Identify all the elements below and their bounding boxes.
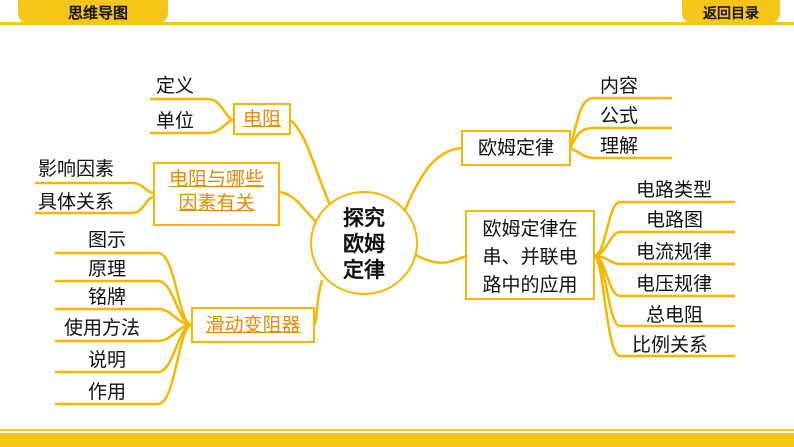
center-line-2: 欧姆 xyxy=(343,232,385,256)
rheostat-child-nameplate: 铭牌 xyxy=(88,286,127,308)
factors-node[interactable]: 电阻与哪些 因素有关 xyxy=(153,162,280,226)
connector-center-ohm xyxy=(403,146,463,211)
resistance-child-unit: 单位 xyxy=(156,110,195,132)
ohm-law-node[interactable]: 欧姆定律 xyxy=(461,130,571,166)
rheostat-child-usage: 使用方法 xyxy=(64,317,141,339)
top-bar: 思维导图 返回目录 xyxy=(0,0,794,26)
connector-ohm-formula xyxy=(568,126,672,149)
connector-ohm-understanding xyxy=(569,146,672,160)
connector-factors-influence xyxy=(35,181,155,195)
top-divider xyxy=(0,22,794,25)
resistance-node[interactable]: 电阻 xyxy=(233,103,291,135)
rheostat-child-diagram: 图示 xyxy=(88,229,127,251)
connector-app-ratio xyxy=(592,254,735,358)
app-child-circuit-type: 电路类型 xyxy=(636,179,713,201)
application-node[interactable]: 欧姆定律在 串、并联电 路中的应用 xyxy=(465,210,595,300)
rheostat-node[interactable]: 滑动变阻器 xyxy=(191,307,315,343)
back-button-label: 返回目录 xyxy=(703,6,759,22)
connector-ohm-content xyxy=(568,96,672,149)
center-line-3: 定律 xyxy=(343,258,385,282)
connector-center-application xyxy=(415,253,467,264)
factors-label-line1: 电阻与哪些 xyxy=(168,168,264,190)
center-node: 探究 欧姆 定律 xyxy=(310,191,418,295)
rheostat-child-function: 作用 xyxy=(88,381,127,403)
resistance-child-definition: 定义 xyxy=(156,75,195,97)
connector-factors-relation xyxy=(35,195,155,215)
factors-child-relation: 具体关系 xyxy=(38,191,115,213)
app-child-circuit-diagram: 电路图 xyxy=(646,209,704,231)
app-child-current-rule: 电流规律 xyxy=(636,241,713,263)
page-title: 思维导图 xyxy=(68,4,129,22)
ohm-child-formula: 公式 xyxy=(600,105,639,127)
rheostat-child-note: 说明 xyxy=(88,349,127,371)
connector-center-factors xyxy=(279,190,317,223)
factors-child-influence: 影响因素 xyxy=(38,158,115,180)
factors-label-line2: 因素有关 xyxy=(178,191,255,214)
application-label-line1: 欧姆定律在 xyxy=(482,218,578,240)
app-child-ratio: 比例关系 xyxy=(632,334,709,356)
title-tab: 思维导图 xyxy=(18,0,168,23)
bottom-divider xyxy=(0,429,794,431)
rheostat-child-principle: 原理 xyxy=(88,258,127,280)
app-child-total-resistance: 总电阻 xyxy=(646,304,704,326)
connector-center-resistance xyxy=(289,118,332,206)
ohm-child-content: 内容 xyxy=(600,75,639,97)
application-label-line2: 串、并联电 xyxy=(482,246,578,268)
connector-rheostat-function xyxy=(55,323,193,406)
center-line-1: 探究 xyxy=(343,206,385,230)
back-to-toc-button[interactable]: 返回目录 xyxy=(682,0,780,23)
bottom-bar xyxy=(0,433,794,447)
connector-resistance-unit xyxy=(150,118,235,135)
ohm-child-understanding: 理解 xyxy=(600,135,639,157)
application-label-line3: 路中的应用 xyxy=(482,274,578,296)
connector-center-rheostat xyxy=(312,279,324,326)
app-child-voltage-rule: 电压规律 xyxy=(636,273,713,295)
